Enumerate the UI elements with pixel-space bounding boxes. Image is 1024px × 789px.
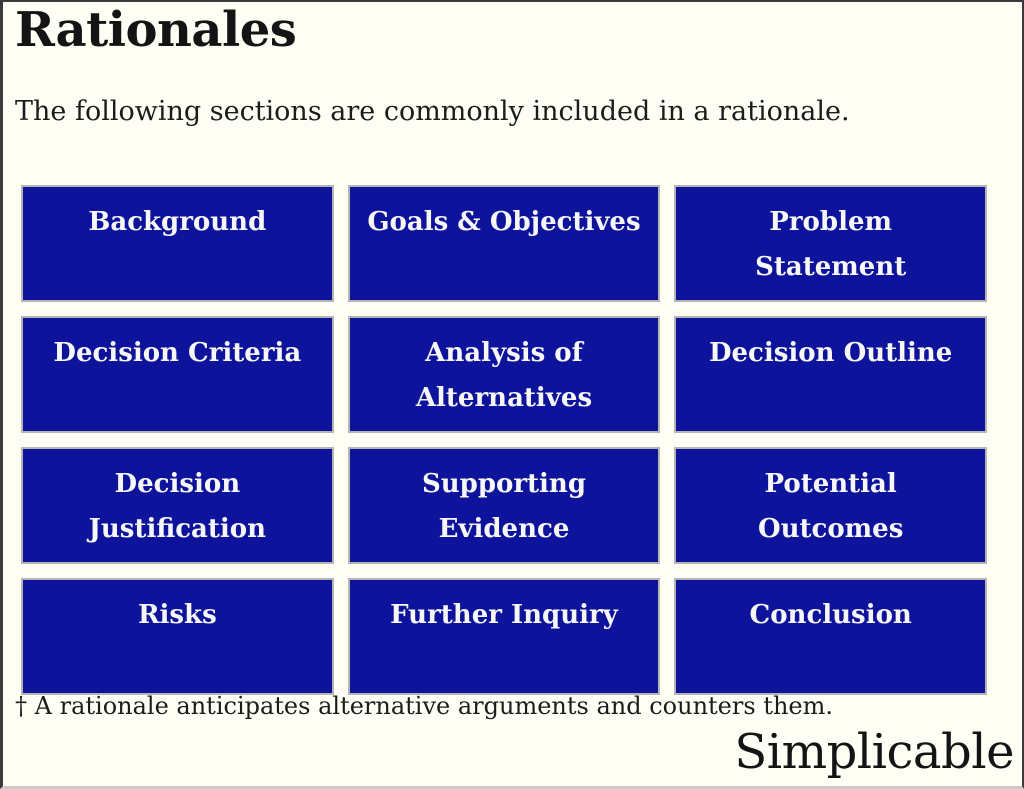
footnote: † A rationale anticipates alternative ar… (15, 692, 833, 720)
brand-wordmark: Simplicable (734, 724, 1014, 780)
section-cell-decision-outline: Decision Outline (674, 316, 987, 433)
section-cell-conclusion: Conclusion (674, 578, 987, 695)
section-cell-analysis-of-alternatives: Analysis of Alternatives (347, 316, 661, 433)
section-cell-decision-criteria: Decision Criteria (21, 316, 334, 433)
section-cell-decision-justification: Decision Justification (21, 447, 334, 564)
section-cell-supporting-evidence: Supporting Evidence (347, 447, 661, 564)
section-cell-goals-objectives: Goals & Objectives (347, 185, 661, 302)
section-cell-background: Background (21, 185, 334, 302)
section-cell-risks: Risks (21, 578, 334, 695)
page-title: Rationales (15, 2, 297, 58)
sections-grid: Background Goals & Objectives Problem St… (21, 185, 987, 695)
section-cell-further-inquiry: Further Inquiry (347, 578, 661, 695)
section-cell-potential-outcomes: Potential Outcomes (674, 447, 987, 564)
section-cell-problem-statement: Problem Statement (674, 185, 987, 302)
page-subtitle: The following sections are commonly incl… (15, 96, 850, 127)
